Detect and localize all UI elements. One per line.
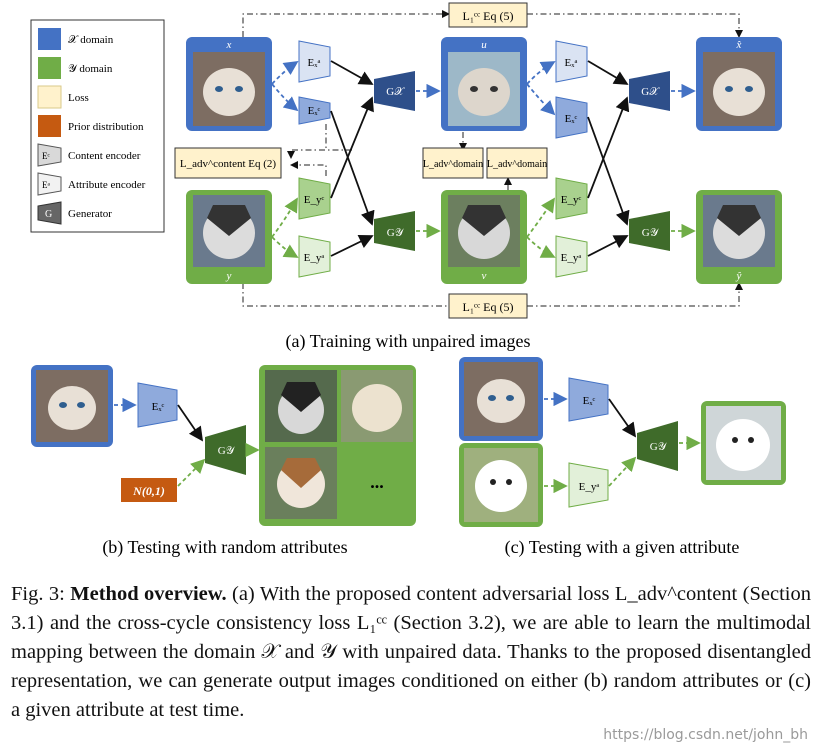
x-domain-swatch <box>38 28 61 50</box>
caption-a: (a) Training with unpaired images <box>286 331 531 352</box>
generator-b-gy-label: G𝒴 <box>218 445 236 457</box>
image-c-input-y <box>459 443 543 527</box>
loss-domain-2-label: L_adv^domain <box>487 159 547 170</box>
generator-gy-left: G𝒴 <box>374 211 415 251</box>
legend-y-domain: 𝒴 domain <box>68 63 113 75</box>
encoder-ea-x-left: Eₓᵃ <box>298 40 331 83</box>
encoder-b-ec-x: Eₓᶜ <box>137 382 178 428</box>
image-x: x <box>186 37 272 131</box>
generator-gy-right-label: G𝒴 <box>642 227 660 239</box>
encoder-ec-y-left: E_yᶜ <box>298 177 331 220</box>
encoder-c-ec-x-label: Eₓᶜ <box>583 395 596 407</box>
encoder-ea-y-left-label: E_yᵃ <box>304 252 325 264</box>
image-u: u <box>441 37 527 131</box>
image-u-label: u <box>481 39 487 51</box>
caption-prefix: Fig. 3: <box>11 583 71 605</box>
loss-domain-1: L_adv^domain <box>422 147 484 179</box>
encoder-ea-y-left: E_yᵃ <box>298 235 331 278</box>
loss-cc-top: L₁ᶜᶜ Eq (5) <box>448 2 528 28</box>
output-grid-b: ... <box>259 365 416 526</box>
prior-swatch <box>38 115 61 137</box>
loss-domain-1-label: L_adv^domain <box>423 159 483 170</box>
image-y: y <box>186 190 272 284</box>
encoder-ea-x-right-label: Eₓᵃ <box>565 57 578 69</box>
diagram-given-attribute: Eₓᶜ E_yᵃ G𝒴 (c) Testing with a given att… <box>459 357 786 558</box>
prior-box-label: N(0,1) <box>132 484 165 498</box>
generator-c-gy: G𝒴 <box>637 421 678 471</box>
image-v: v <box>441 190 527 284</box>
image-x-hat-label: x̂ <box>736 39 742 51</box>
image-y-hat: ŷ <box>696 190 782 284</box>
generator-b-gy: G𝒴 <box>205 425 246 475</box>
loss-cc-top-label: L₁ᶜᶜ Eq (5) <box>463 9 514 23</box>
watermark: https://blog.csdn.net/john_bh <box>603 727 808 743</box>
encoder-c-ea-y-label: E_yᵃ <box>579 481 600 493</box>
legend-x-domain: 𝒳 domain <box>68 34 114 46</box>
legend-prior: Prior distribution <box>68 121 144 133</box>
loss-domain-2: L_adv^domain <box>486 147 548 179</box>
encoder-c-ec-x: Eₓᶜ <box>568 377 609 422</box>
generator-gx-right: G𝒳 <box>629 71 670 111</box>
encoder-c-ea-y: E_yᵃ <box>568 462 609 508</box>
encoder-ec-y-left-label: E_yᶜ <box>304 194 325 206</box>
loss-cc-bottom: L₁ᶜᶜ Eq (5) <box>448 293 528 319</box>
encoder-b-ec-x-label: Eₓᶜ <box>152 401 165 413</box>
figure-caption: Fig. 3: Method overview. (a) With the pr… <box>11 580 811 725</box>
image-y-label: y <box>226 270 232 282</box>
image-x-hat: x̂ <box>696 37 782 131</box>
encoder-ec-x-right-label: Eₓᶜ <box>565 113 578 125</box>
generator-gy-left-label: G𝒴 <box>387 227 405 239</box>
generator-icon <box>37 201 62 225</box>
legend: 𝒳 domain 𝒴 domain Loss Prior distributio… <box>30 19 165 233</box>
legend-content-encoder: Content encoder <box>68 150 141 162</box>
generator-gy-right: G𝒴 <box>629 211 670 251</box>
image-v-label: v <box>482 270 487 282</box>
caption-bold: Method overview. <box>70 583 227 605</box>
generator-c-gy-label: G𝒴 <box>650 441 668 453</box>
legend-attribute-encoder: Attribute encoder <box>68 179 146 191</box>
loss-swatch <box>37 85 62 109</box>
content-encoder-icon <box>37 143 62 167</box>
legend-loss: Loss <box>68 92 89 104</box>
legend-generator: Generator <box>68 208 112 220</box>
prior-box: N(0,1) <box>121 478 177 502</box>
loss-content-label: L_adv^content Eq (2) <box>180 158 277 170</box>
y-domain-swatch <box>38 57 61 79</box>
content-encoder-icon-label: Eᶜ <box>42 151 50 161</box>
more-ellipsis: ... <box>370 472 384 492</box>
encoder-ea-x-right: Eₓᵃ <box>555 40 588 83</box>
loss-cc-bottom-label: L₁ᶜᶜ Eq (5) <box>463 300 514 314</box>
method-overview-figure: 𝒳 domain 𝒴 domain Loss Prior distributio… <box>30 2 786 558</box>
attribute-encoder-icon <box>37 172 62 196</box>
image-c-input-x <box>459 357 543 441</box>
diagram-random-attributes: Eₓᶜ N(0,1) G𝒴 ... (b) Testing with rando… <box>31 365 416 558</box>
generator-gx-left: G𝒳 <box>374 71 415 111</box>
generator-gx-right-label: G𝒳 <box>641 86 660 98</box>
attribute-encoder-icon-label: Eᵃ <box>42 180 50 190</box>
encoder-ec-x-left: Eₓᶜ <box>298 96 331 125</box>
encoder-ec-y-right: E_yᶜ <box>555 177 588 220</box>
caption-b: (b) Testing with random attributes <box>102 537 347 558</box>
image-b-input <box>31 365 113 447</box>
caption-text: (a) With the proposed content adversaria… <box>11 583 811 721</box>
loss-content: L_adv^content Eq (2) <box>174 147 282 179</box>
encoder-ec-x-right: Eₓᶜ <box>555 96 588 139</box>
generator-gx-left-label: G𝒳 <box>386 86 405 98</box>
diagram-training: L₁ᶜᶜ Eq (5) L₁ᶜᶜ Eq (5) L_adv^content Eq… <box>174 2 782 352</box>
encoder-ec-y-right-label: E_yᶜ <box>561 194 582 206</box>
image-c-output <box>701 401 786 485</box>
encoder-ea-y-right: E_yᵃ <box>555 235 588 278</box>
image-x-label: x <box>226 39 232 51</box>
encoder-ea-x-left-label: Eₓᵃ <box>308 57 321 69</box>
image-y-hat-label: ŷ <box>736 270 742 282</box>
generator-icon-label: G <box>45 209 52 220</box>
encoder-ea-y-right-label: E_yᵃ <box>561 252 582 264</box>
caption-c: (c) Testing with a given attribute <box>505 537 740 558</box>
encoder-ec-x-left-label: Eₓᶜ <box>308 105 321 117</box>
